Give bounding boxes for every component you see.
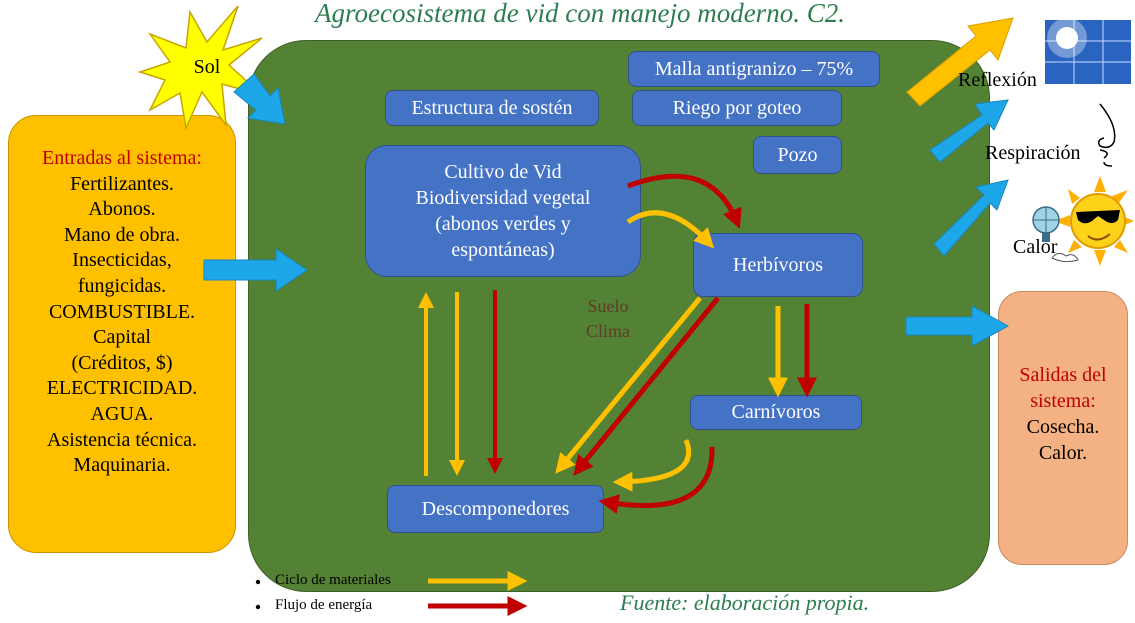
heat-label: Calor xyxy=(1013,236,1058,258)
inputs-to-field-arrow xyxy=(203,248,308,292)
respiration-arrow xyxy=(929,99,1009,163)
input-item: AGUA. xyxy=(90,402,154,425)
node-carnivoros: Carnívoros xyxy=(690,395,862,430)
input-item: ELECTRICIDAD. xyxy=(46,377,198,400)
sun-label: Sol xyxy=(193,56,221,78)
cultivo-line: Biodiversidad vegetal xyxy=(415,187,591,209)
legend-energy-label: Flujo de energía xyxy=(275,597,373,613)
input-item: fungicidas. xyxy=(77,274,167,297)
input-item: (Créditos, $) xyxy=(71,351,173,374)
output-item: Calor. xyxy=(1038,442,1088,464)
legend-materials-label: Ciclo de materiales xyxy=(275,572,391,588)
material-herbivoros-descomponedores-arrow xyxy=(555,296,702,474)
outputs-panel: Salidas del sistema: Cosecha. Calor. xyxy=(998,291,1128,565)
nose-icon xyxy=(1097,103,1116,167)
input-item: Insecticidas, xyxy=(72,249,172,272)
energy-cultivo-herbivoros-arrow xyxy=(627,173,742,229)
energy-herbivoros-descomponedores-arrow xyxy=(573,296,720,476)
node-malla-antigranizo: Malla antigranizo – 75% xyxy=(628,51,880,87)
cultivo-line: (abonos verdes y xyxy=(435,213,571,235)
inputs-panel: Entradas al sistema: Fertilizantes. Abon… xyxy=(8,115,236,553)
node-riego-goteo: Riego por goteo xyxy=(632,90,842,126)
sun-with-sunglasses-icon xyxy=(1032,176,1134,266)
reflection-label: Reflexión xyxy=(958,69,1037,91)
respiration-label: Respiración xyxy=(985,142,1081,164)
outputs-heading-line-2: sistema: xyxy=(1030,390,1096,412)
climate-label: Clima xyxy=(586,321,630,341)
node-pozo: Pozo xyxy=(753,136,842,174)
heat-loss-arrow xyxy=(933,179,1009,257)
input-item: Asistencia técnica. xyxy=(47,428,197,451)
node-cultivo-vid: Cultivo de Vid Biodiversidad vegetal (ab… xyxy=(365,145,641,277)
field-to-outputs-arrow xyxy=(905,305,1010,347)
sun-input-arrow xyxy=(233,73,286,125)
energy-carnivoros-descomponedores-arrow xyxy=(598,446,715,514)
source-note: Fuente: elaboración propia. xyxy=(620,590,870,615)
inputs-heading: Entradas al sistema: xyxy=(42,147,202,169)
cultivo-line: Cultivo de Vid xyxy=(444,161,562,183)
input-item: Mano de obra. xyxy=(63,223,181,246)
input-item: Maquinaria. xyxy=(73,454,171,477)
material-carnivoros-descomponedores-arrow xyxy=(612,439,692,492)
cultivo-line: espontáneas) xyxy=(451,239,555,261)
material-cultivo-herbivoros-arrow xyxy=(626,210,715,249)
reflection-arrow xyxy=(906,17,1014,107)
input-item: Capital xyxy=(93,326,151,349)
soil-label: Suelo xyxy=(587,296,629,316)
legend-bullet xyxy=(255,579,261,585)
sun-burst-icon xyxy=(137,5,263,131)
input-item: COMBUSTIBLE. xyxy=(48,300,196,323)
input-item: Abonos. xyxy=(88,198,156,221)
input-item: Fertilizantes. xyxy=(70,172,174,195)
diagram-title: Agroecosistema de vid con manejo moderno… xyxy=(315,0,845,28)
solar-panel-icon xyxy=(1045,18,1131,84)
node-estructura-sosten: Estructura de sostén xyxy=(385,90,599,126)
output-item: Cosecha. xyxy=(1026,416,1100,438)
legend-bullet xyxy=(255,604,261,610)
node-herbivoros: Herbívoros xyxy=(693,233,863,297)
outputs-heading-line-1: Salidas del xyxy=(1019,364,1107,386)
soil-climate-label: Suelo Clima xyxy=(578,294,638,344)
